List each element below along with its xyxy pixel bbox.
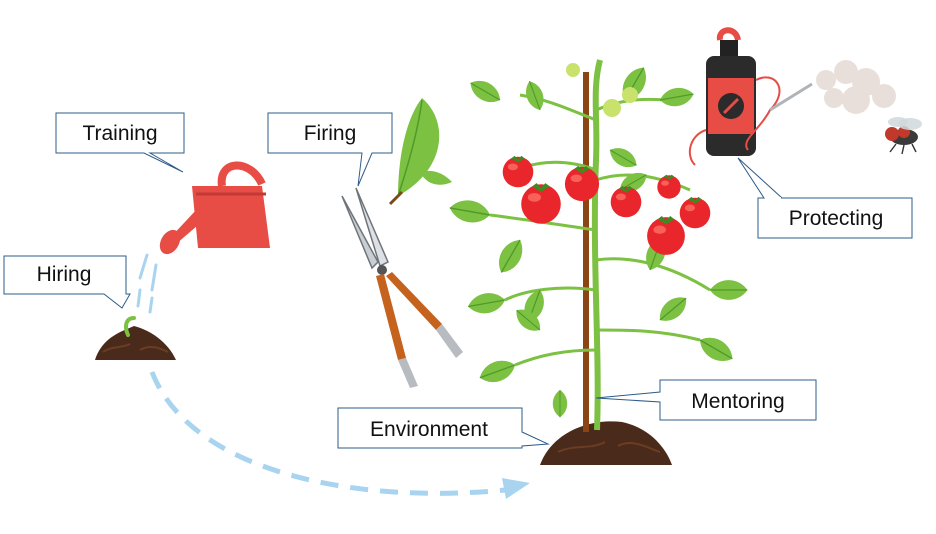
callout-training: Training — [55, 112, 185, 173]
watering-can-icon — [159, 161, 270, 255]
leaf-icon — [388, 98, 452, 206]
growth-path-arrow — [149, 371, 506, 496]
label-training: Training — [82, 122, 157, 145]
callout-hiring: Hiring — [3, 255, 131, 309]
callout-environment: Environment — [337, 407, 550, 449]
callout-protecting: Protecting — [737, 157, 913, 239]
label-mentoring: Mentoring — [691, 390, 784, 413]
callout-mentoring: Mentoring — [595, 379, 817, 421]
label-hiring: Hiring — [37, 263, 92, 286]
spray-cloud — [816, 60, 896, 114]
label-firing: Firing — [304, 122, 357, 145]
water-drops — [136, 253, 158, 314]
tomato-plant-icon — [447, 59, 749, 465]
label-environment: Environment — [370, 418, 488, 441]
fly-icon — [885, 117, 922, 155]
label-protecting: Protecting — [789, 207, 884, 230]
pruning-shears-icon — [341, 187, 463, 388]
seedling-icon — [95, 316, 176, 360]
growth-path-arrowhead — [502, 478, 530, 499]
callout-firing: Firing — [267, 112, 393, 187]
pesticide-sprayer-icon — [688, 27, 813, 166]
